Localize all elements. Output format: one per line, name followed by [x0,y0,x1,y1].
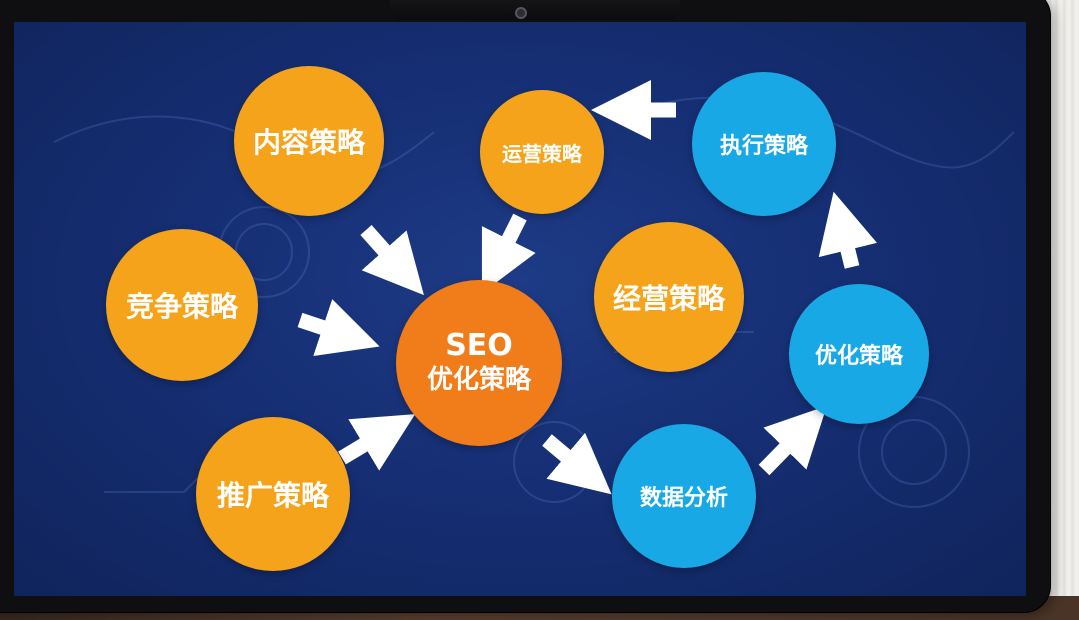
node-operations-strategy: 运营策略 [480,90,604,214]
node-business-strategy: 经营策略 [594,222,744,372]
node-label: 经营策略 [612,282,725,315]
monitor-screen: 内容策略 竞争策略 推广策略 运营策略 经营策略 SEO 优化策略 执行策略 优… [14,22,1026,596]
node-promotion-strategy: 推广策略 [196,417,350,571]
wood-panel [1049,0,1079,620]
node-competition-strategy: 竞争策略 [106,229,258,381]
node-execution-strategy: 执行策略 [692,72,836,216]
node-label: 竞争策略 [125,290,238,323]
node-label: 执行策略 [719,134,808,159]
node-label: 运营策略 [502,141,582,166]
node-content-strategy: 内容策略 [234,66,384,216]
node-label: 数据分析 [639,486,728,511]
node-optimization-strategy: 优化策略 [789,284,929,424]
camera-icon [515,7,527,19]
node-data-analysis: 数据分析 [612,424,756,568]
monitor-top-notch [390,0,680,20]
node-label: 优化策略 [426,365,531,395]
node-title: SEO [445,328,513,363]
node-label: 内容策略 [252,126,365,159]
node-label: 优化策略 [814,344,903,369]
node-seo-strategy: SEO 优化策略 [396,280,562,446]
node-label: 推广策略 [216,479,329,512]
